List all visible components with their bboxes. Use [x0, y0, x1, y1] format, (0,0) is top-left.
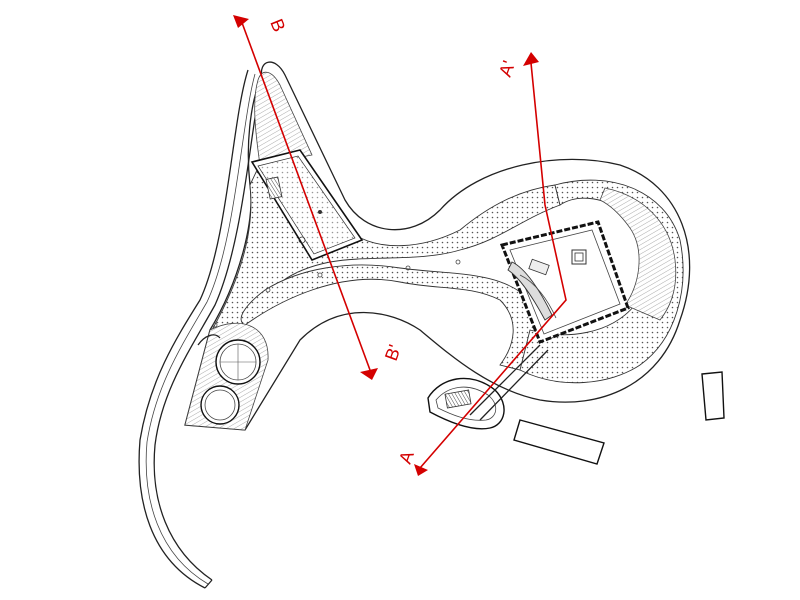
square-exhibition-room [499, 220, 630, 344]
section-b-start-label: B [266, 16, 289, 35]
upper-pavilion [250, 149, 364, 261]
entrance-kiosk [427, 344, 549, 430]
section-a-end-arrow [523, 52, 539, 66]
section-b-end-arrow [360, 368, 378, 380]
section-a-start-arrow [414, 464, 428, 476]
section-line-a: A' A [395, 52, 567, 476]
section-b-end-label: B' [381, 342, 405, 363]
curved-walkway [138, 69, 263, 589]
shelter-blocks [513, 371, 725, 465]
main-building-footprint [184, 61, 691, 431]
twin-tanks [184, 322, 269, 431]
section-b-start-arrow [233, 15, 249, 28]
section-a-start-label: A [395, 448, 418, 466]
section-a-end-label: A' [495, 58, 519, 79]
circular-lobe [519, 179, 684, 384]
hatched-tip-area [254, 71, 313, 166]
site-markers [212, 259, 461, 328]
